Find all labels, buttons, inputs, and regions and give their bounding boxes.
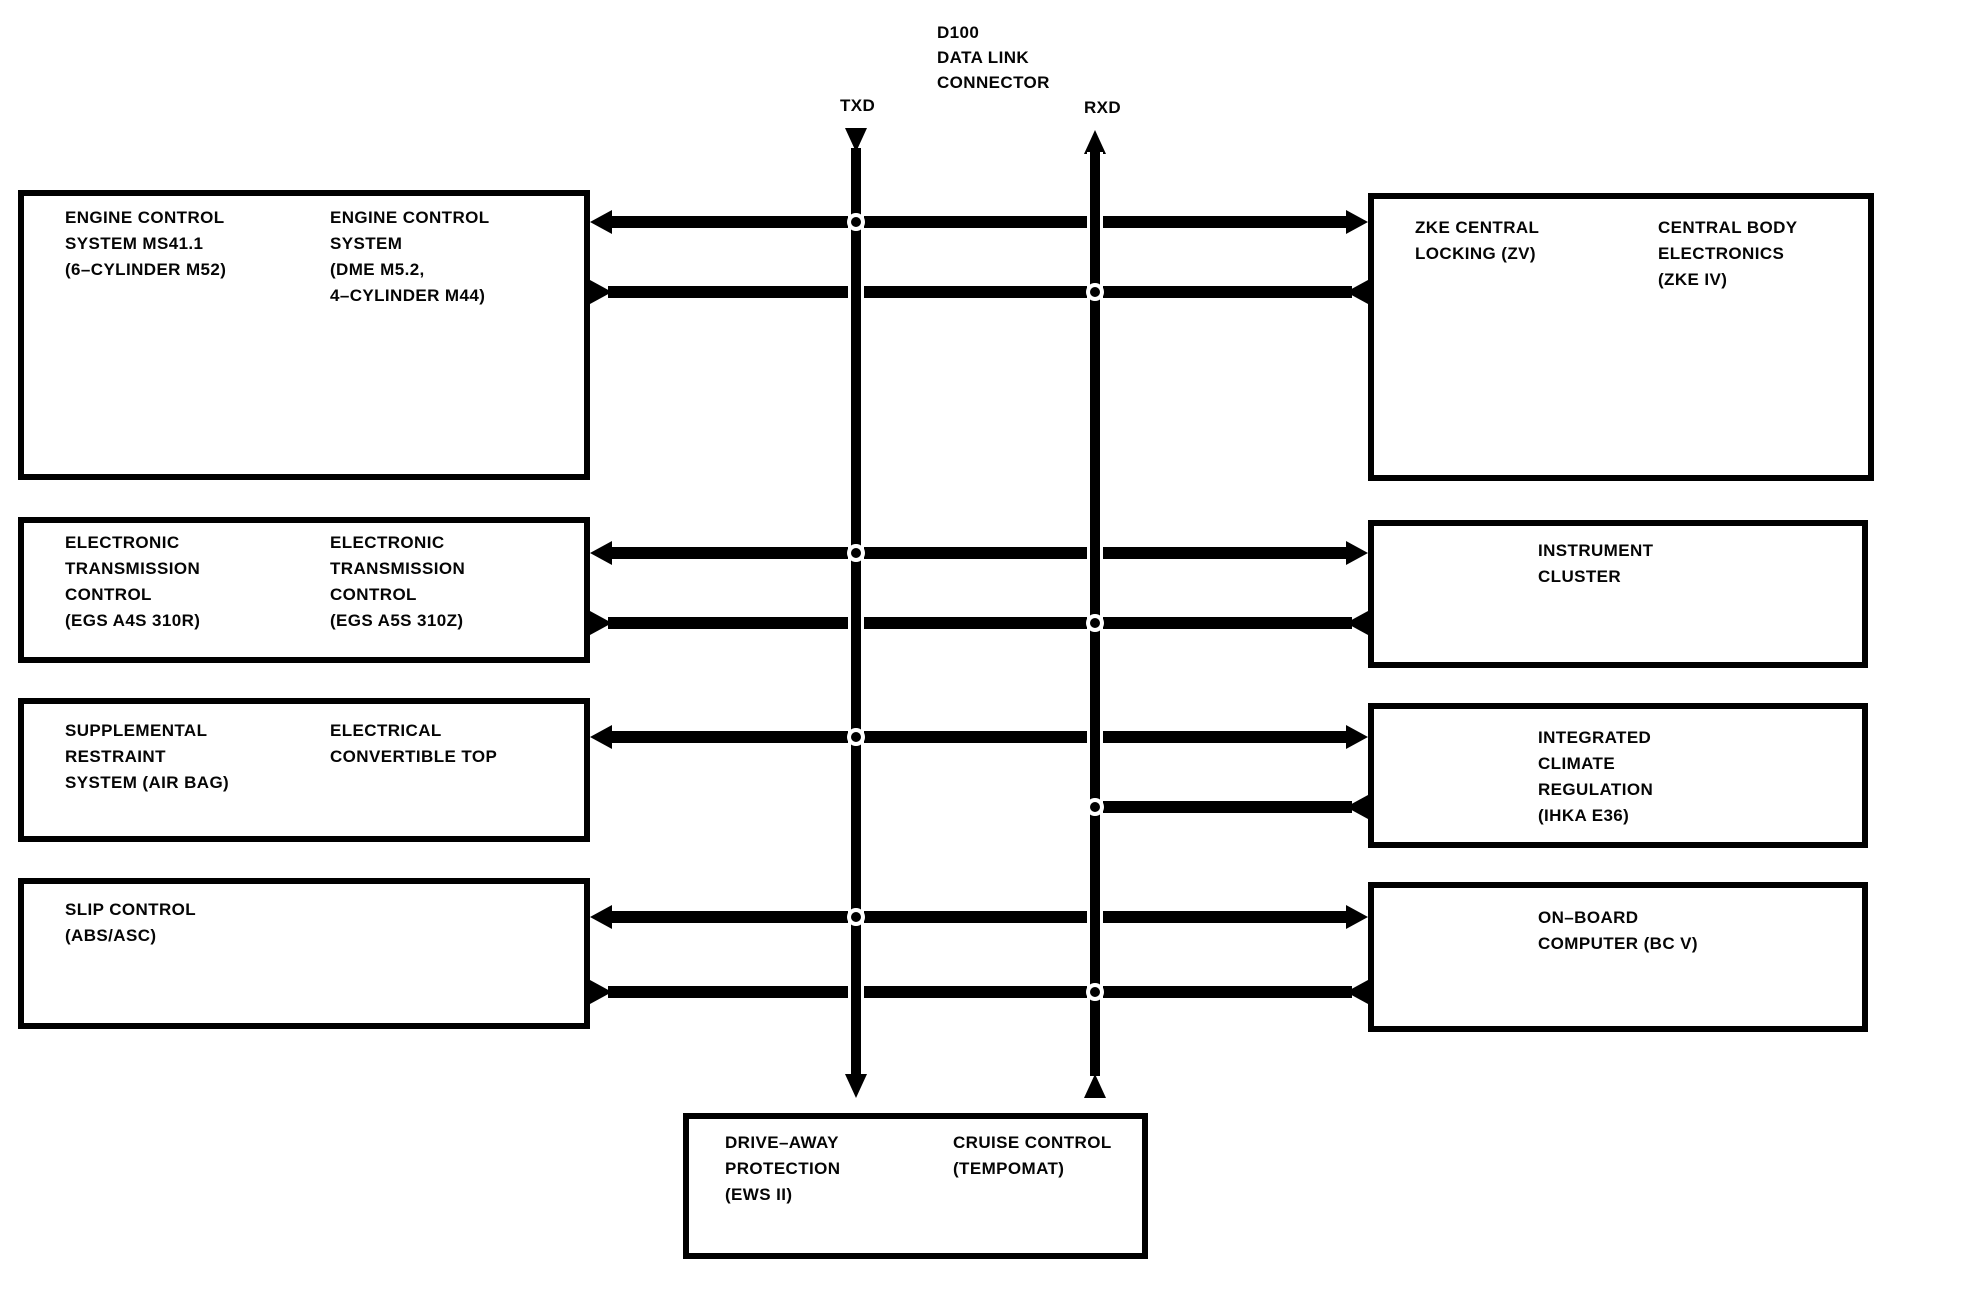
row4-rxd-line — [608, 986, 1352, 998]
row2-rxd-right-arrowhead-icon — [1346, 611, 1368, 635]
module-label: ZKE CENTRAL LOCKING (ZV) — [1415, 218, 1540, 263]
row4-rxd-junction-dot — [1086, 983, 1104, 1001]
row3-rxd-line — [1095, 801, 1352, 813]
row3-txd-junction-dot — [847, 728, 865, 746]
module-label: CRUISE CONTROL (TEMPOMAT) — [953, 1133, 1112, 1178]
module-label: DRIVE–AWAY PROTECTION (EWS II) — [725, 1133, 841, 1204]
txd-bus-line — [848, 148, 864, 1074]
row2-rxd-left-arrowhead-icon — [590, 611, 612, 635]
module-label: ELECTRONIC TRANSMISSION CONTROL (EGS A4S… — [65, 533, 201, 630]
row1-rxd-line — [608, 286, 1352, 298]
row3-txd-line — [608, 731, 1352, 743]
txd-bottom-arrowhead-icon — [845, 1074, 867, 1098]
module-label: SLIP CONTROL (ABS/ASC) — [65, 900, 197, 945]
txd-top-arrowhead-icon — [845, 128, 867, 152]
row2-txd-junction-dot — [847, 544, 865, 562]
module-box-climate-regulation: INTEGRATED CLIMATE REGULATION (IHKA E36) — [1368, 703, 1868, 848]
data-link-connector-label: D100 DATA LINK CONNECTOR — [937, 23, 1050, 92]
row4-rxd-right-arrowhead-icon — [1346, 980, 1368, 1004]
module-box-instrument-cluster: INSTRUMENT CLUSTER — [1368, 520, 1868, 668]
module-label: INTEGRATED CLIMATE REGULATION (IHKA E36) — [1538, 728, 1654, 825]
row2-rxd-line — [608, 617, 1352, 629]
module-label: ELECTRICAL CONVERTIBLE TOP — [330, 721, 498, 766]
module-label: SUPPLEMENTAL RESTRAINT SYSTEM (AIR BAG) — [65, 721, 230, 792]
row2-txd-right-arrowhead-icon — [1346, 541, 1368, 565]
row4-rxd-left-arrowhead-icon — [590, 980, 612, 1004]
txd-label: TXD — [840, 96, 876, 115]
row3-rxd-junction-dot — [1086, 798, 1104, 816]
row3-rxd-right-arrowhead-icon — [1346, 795, 1368, 819]
row1-rxd-left-arrowhead-icon — [590, 280, 612, 304]
module-box-slip-control: SLIP CONTROL (ABS/ASC) — [18, 878, 590, 1029]
module-box-on-board-computer: ON–BOARD COMPUTER (BC V) — [1368, 882, 1868, 1032]
rxd-label: RXD — [1084, 98, 1122, 117]
module-box-ews-cruise-control: DRIVE–AWAY PROTECTION (EWS II) CRUISE CO… — [683, 1113, 1148, 1259]
row1-rxd-right-arrowhead-icon — [1346, 280, 1368, 304]
row2-txd-left-arrowhead-icon — [590, 541, 612, 565]
row1-rxd-junction-dot — [1086, 283, 1104, 301]
row2-txd-line — [608, 547, 1352, 559]
row4-txd-junction-dot — [847, 908, 865, 926]
module-box-central-body-electronics: ZKE CENTRAL LOCKING (ZV) CENTRAL BODY EL… — [1368, 193, 1874, 481]
rxd-bottom-arrowhead-icon — [1084, 1074, 1106, 1098]
row1-txd-line — [608, 216, 1352, 228]
module-label: ENGINE CONTROL SYSTEM (DME M5.2, 4–CYLIN… — [330, 208, 490, 305]
module-box-engine-control: ENGINE CONTROL SYSTEM MS41.1 (6–CYLINDER… — [18, 190, 590, 480]
module-label: ON–BOARD COMPUTER (BC V) — [1538, 908, 1698, 953]
row1-txd-junction-dot — [847, 213, 865, 231]
module-label: CENTRAL BODY ELECTRONICS (ZKE IV) — [1658, 218, 1798, 289]
row3-txd-right-arrowhead-icon — [1346, 725, 1368, 749]
module-box-srs-convertible-top: SUPPLEMENTAL RESTRAINT SYSTEM (AIR BAG) … — [18, 698, 590, 842]
row4-txd-right-arrowhead-icon — [1346, 905, 1368, 929]
row3-txd-left-arrowhead-icon — [590, 725, 612, 749]
row1-txd-right-arrowhead-icon — [1346, 210, 1368, 234]
module-label: ELECTRONIC TRANSMISSION CONTROL (EGS A5S… — [330, 533, 466, 630]
module-label: INSTRUMENT CLUSTER — [1538, 541, 1654, 586]
module-label: ENGINE CONTROL SYSTEM MS41.1 (6–CYLINDER… — [65, 208, 227, 279]
module-box-transmission-control: ELECTRONIC TRANSMISSION CONTROL (EGS A4S… — [18, 517, 590, 663]
row2-rxd-junction-dot — [1086, 614, 1104, 632]
row1-txd-left-arrowhead-icon — [590, 210, 612, 234]
row4-txd-left-arrowhead-icon — [590, 905, 612, 929]
row4-txd-line — [608, 911, 1352, 923]
rxd-top-arrowhead-icon — [1084, 130, 1106, 154]
